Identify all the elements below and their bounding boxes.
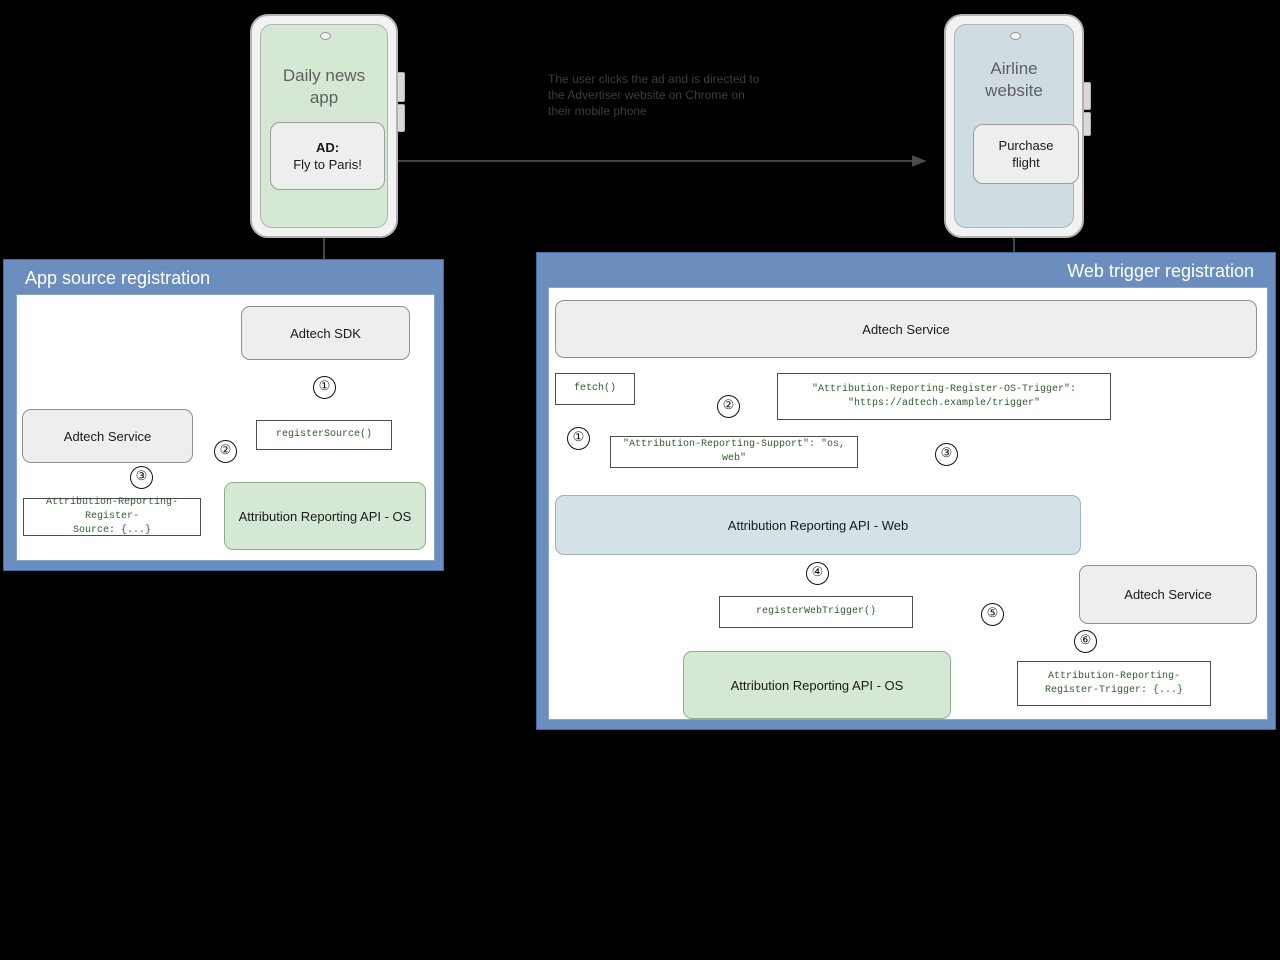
node-adtech-service-right-bottom[interactable]: Adtech Service xyxy=(1079,565,1257,624)
phone-site-title-line1: Airline xyxy=(990,59,1038,78)
step-badge-right-5: ⑤ xyxy=(981,603,1004,626)
code-support-header: "Attribution-Reporting-Support": "os, we… xyxy=(610,436,858,468)
step-badge-right-1: ① xyxy=(567,427,590,450)
purchase-flight-line2: flight xyxy=(1012,155,1040,170)
step-badge-left-3: ③ xyxy=(130,466,153,489)
step-badge-left-1: ① xyxy=(313,376,336,399)
phone-app-title-line2: app xyxy=(309,88,339,107)
panel-title-app-source: App source registration xyxy=(25,268,211,288)
node-ar-api-os-right[interactable]: Attribution Reporting API - OS xyxy=(683,651,951,719)
code-os-trigger-header: "Attribution-Reporting-Register-OS-Trigg… xyxy=(777,373,1111,420)
code-register-trigger-header: Attribution-Reporting- Register-Trigger:… xyxy=(1017,661,1211,706)
phone-side-button-power-right xyxy=(1083,112,1091,136)
phone-app-title-line1: Daily news xyxy=(282,66,366,85)
code-register-trigger-line2: Register-Trigger: {...} xyxy=(1044,684,1184,696)
camera-icon-right xyxy=(1009,32,1021,40)
purchase-flight-button[interactable]: Purchase flight xyxy=(973,124,1079,184)
code-register-source-header-line1: Attribution-Reporting-Register- xyxy=(45,497,179,522)
airline-website-phone: Airline website Purchase flight xyxy=(944,14,1091,238)
step-badge-right-2: ② xyxy=(717,395,740,418)
code-register-trigger-line1: Attribution-Reporting- xyxy=(1047,670,1181,682)
code-os-trigger-line2: "https://adtech.example/trigger" xyxy=(847,397,1041,409)
phone-screen-left: Daily news app AD: Fly to Paris! xyxy=(260,24,388,228)
node-adtech-service-right-top[interactable]: Adtech Service xyxy=(555,300,1257,358)
phone-site-title-line2: website xyxy=(985,81,1043,100)
node-adtech-service-left[interactable]: Adtech Service xyxy=(22,409,193,463)
purchase-flight-line1: Purchase xyxy=(998,138,1054,153)
camera-icon xyxy=(319,32,331,40)
click-flow-note-line3: their mobile phone xyxy=(548,104,647,118)
step-badge-right-3: ③ xyxy=(935,443,958,466)
ad-card[interactable]: AD: Fly to Paris! xyxy=(270,122,385,190)
code-register-source: registerSource() xyxy=(256,420,392,450)
ad-card-text: Fly to Paris! xyxy=(293,157,362,172)
code-register-source-header: Attribution-Reporting-Register- Source: … xyxy=(23,497,201,536)
phone-side-button-power xyxy=(397,104,405,132)
code-fetch: fetch() xyxy=(555,373,635,405)
ad-card-label: AD: xyxy=(315,140,340,155)
node-ar-api-web[interactable]: Attribution Reporting API - Web xyxy=(555,495,1081,555)
code-register-web-trigger: registerWebTrigger() xyxy=(719,596,913,628)
step-badge-right-6: ⑥ xyxy=(1074,630,1097,653)
node-adtech-sdk[interactable]: Adtech SDK xyxy=(241,306,410,360)
phone-side-button-volume xyxy=(397,72,405,102)
phone-screen-right: Airline website Purchase flight xyxy=(954,24,1079,228)
step-badge-left-2: ② xyxy=(214,440,237,463)
phone-side-button-volume-right xyxy=(1083,82,1091,110)
code-os-trigger-line1: "Attribution-Reporting-Register-OS-Trigg… xyxy=(811,383,1077,395)
node-ar-api-os-left[interactable]: Attribution Reporting API - OS xyxy=(224,482,426,550)
click-flow-note: The user clicks the ad and is directed t… xyxy=(548,71,848,119)
code-register-source-header-line2: Source: {...} xyxy=(72,525,151,536)
click-flow-note-line2: the Advertiser website on Chrome on xyxy=(548,88,745,102)
daily-news-app-phone: Daily news app AD: Fly to Paris! xyxy=(250,14,405,238)
step-badge-right-4: ④ xyxy=(806,562,829,585)
panel-title-web-trigger: Web trigger registration xyxy=(1067,261,1254,281)
click-flow-note-line1: The user clicks the ad and is directed t… xyxy=(548,72,760,86)
